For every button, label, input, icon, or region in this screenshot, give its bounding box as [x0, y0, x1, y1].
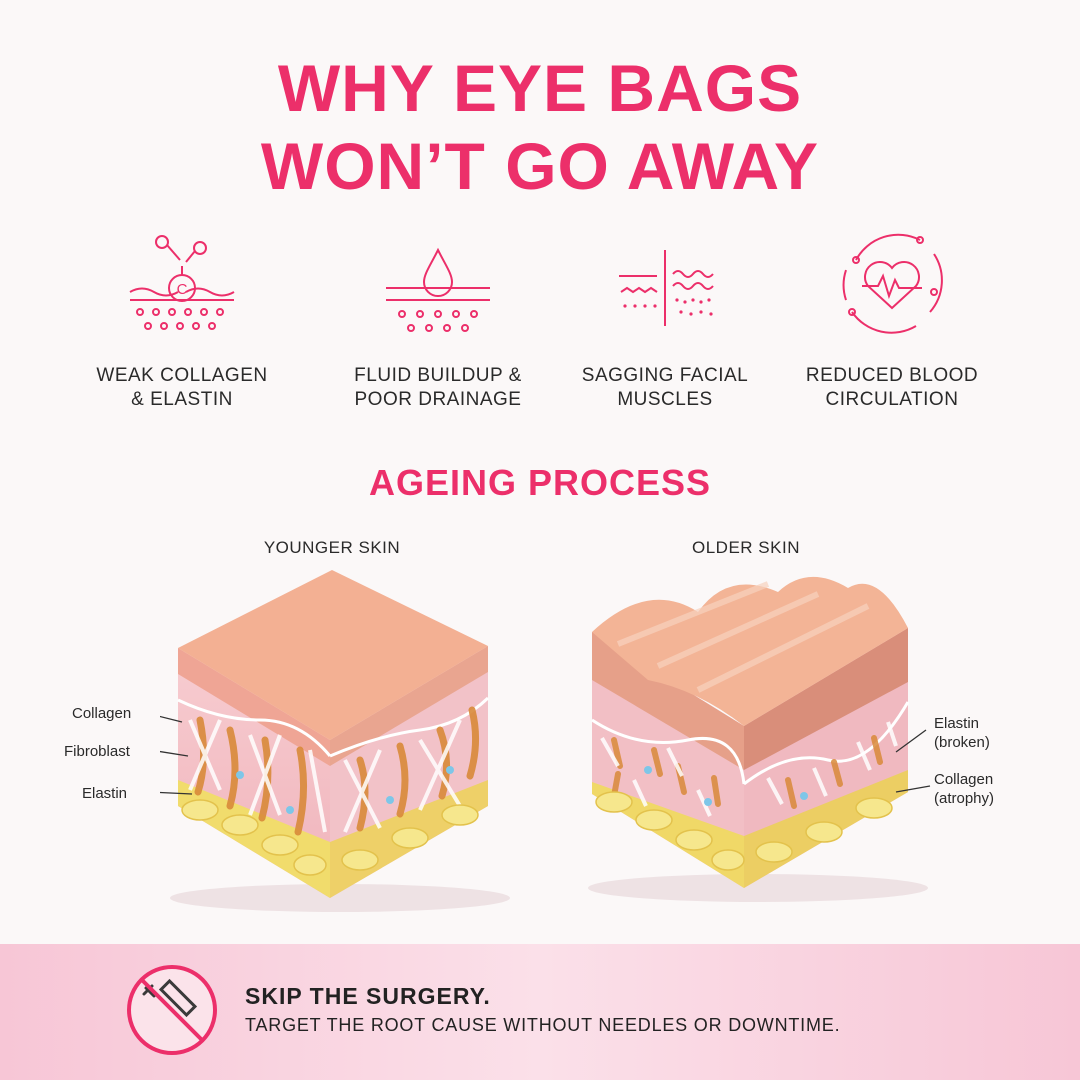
- annotation-collagen-atrophy: Collagen (atrophy): [934, 770, 994, 808]
- annotation-elastin: Elastin: [82, 785, 128, 802]
- epidermis-top: [178, 570, 488, 740]
- feature-reduced-circulation: REDUCED BLOOD CIRCULATION: [782, 230, 1002, 412]
- no-syringe-icon: [127, 965, 217, 1055]
- annotation-collagen-label: Collagen: [934, 771, 994, 788]
- feature-4-line-1: REDUCED BLOOD: [805, 365, 979, 386]
- feature-1-line-1: WEAK COLLAGEN: [96, 365, 268, 386]
- banner-headline: SKIP THE SURGERY.: [245, 983, 491, 1009]
- wrinkled-epidermis: [592, 576, 908, 726]
- section-title: AGEING PROCESS: [368, 462, 712, 503]
- collagen-molecule-icon: C: [129, 235, 235, 330]
- feature-2-line-2: POOR DRAINAGE: [354, 389, 522, 410]
- collagen-letter: C: [177, 281, 188, 298]
- older-skin-diagram: [588, 576, 931, 902]
- feature-3-line-1: SAGGING FACIAL: [581, 365, 749, 386]
- annotation-elastin-label: Elastin: [934, 715, 980, 732]
- younger-skin-label: YOUNGER SKIN: [263, 538, 401, 557]
- feature-1-line-2: & ELASTIN: [131, 389, 233, 410]
- headline-line-1: WHY EYE BAGS: [277, 51, 803, 125]
- heart-pulse-icon: [842, 233, 943, 334]
- feature-2-line-1: FLUID BUILDUP &: [354, 365, 522, 386]
- older-skin-label: OLDER SKIN: [692, 538, 800, 557]
- sagging-muscle-icon: [619, 250, 714, 326]
- annotation-elastin-note: (broken): [934, 734, 990, 751]
- annotation-collagen-note: (atrophy): [934, 790, 995, 807]
- younger-skin-diagram: [160, 570, 510, 912]
- fluid-drop-icon: [386, 247, 490, 332]
- feature-fluid-buildup: FLUID BUILDUP & POOR DRAINAGE: [328, 230, 548, 412]
- feature-4-line-2: CIRCULATION: [825, 389, 959, 410]
- annotation-fibroblast: Fibroblast: [64, 743, 130, 760]
- feature-sagging-muscles: SAGGING FACIAL MUSCLES: [555, 230, 775, 412]
- banner-subline: TARGET THE ROOT CAUSE WITHOUT NEEDLES OR…: [245, 1015, 841, 1035]
- headline-line-2: WON’T GO AWAY: [260, 129, 820, 203]
- annotation-collagen: Collagen: [72, 705, 132, 722]
- annotation-elastin-broken: Elastin (broken): [934, 714, 990, 752]
- feature-3-line-2: MUSCLES: [617, 389, 713, 410]
- feature-weak-collagen: C WEAK COLLAGEN & ELASTIN: [72, 230, 292, 412]
